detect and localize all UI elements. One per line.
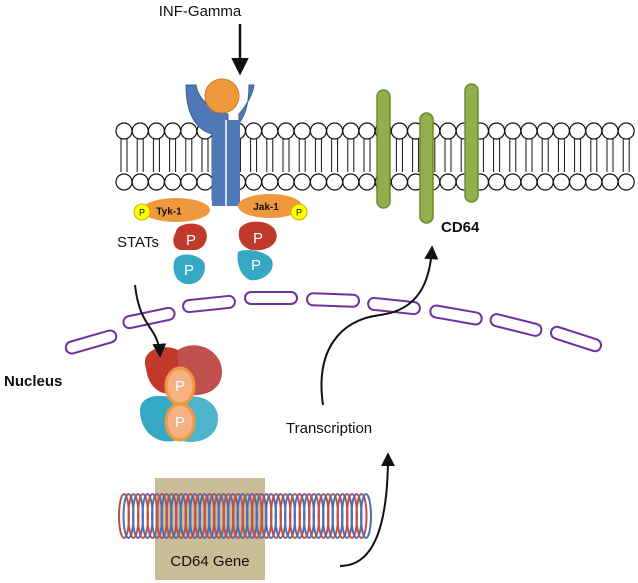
lipid-head <box>164 173 182 191</box>
nuclear-pore-segment <box>122 306 176 330</box>
transcription-arrow <box>339 452 395 567</box>
lipid-head <box>309 173 327 191</box>
lipid-head <box>439 122 457 140</box>
lipid-head <box>115 173 133 191</box>
lipid-head <box>552 122 571 140</box>
cd64-helix-1 <box>376 89 391 209</box>
stat-right-pair: P P <box>237 221 277 281</box>
cd64-label: CD64 <box>441 219 480 236</box>
lipid-head <box>293 122 311 140</box>
lipid-head <box>131 173 149 191</box>
lipid-head <box>601 173 619 191</box>
lipid-head <box>245 173 263 191</box>
nuclear-envelope <box>64 291 603 355</box>
stat-left-pair: P P <box>173 223 207 285</box>
nuclear-pore-segment <box>306 292 360 308</box>
lipid-head <box>261 173 279 191</box>
lipid-head <box>504 122 522 140</box>
lipid-head <box>585 173 603 191</box>
svg-text:P: P <box>253 230 263 247</box>
ifn-gamma-ligand <box>204 78 240 114</box>
lipid-head <box>180 122 198 140</box>
dna-strand-blue <box>360 493 372 539</box>
stat-translocation-arrow <box>134 284 167 358</box>
lipid-head <box>520 122 538 140</box>
cd64-receptor <box>376 83 479 224</box>
nuclear-pore-segment <box>64 329 118 355</box>
lipid-head <box>147 173 165 191</box>
lipid-head <box>358 173 376 191</box>
lipid-head <box>358 122 376 140</box>
svg-text:P: P <box>251 257 261 274</box>
jak1-label: Jak-1 <box>253 202 279 213</box>
nuclear-pore-segment <box>182 294 236 314</box>
lipid-head <box>277 173 295 191</box>
tyk1-label: Tyk-1 <box>156 207 182 218</box>
lipid-head <box>147 122 165 140</box>
ligand-label: INF-Gamma <box>159 3 242 20</box>
lipid-head <box>585 122 603 140</box>
gene-label: CD64 Gene <box>170 553 249 570</box>
lipid-head <box>536 122 554 140</box>
lipid-head <box>617 173 635 191</box>
lipid-head <box>488 122 506 140</box>
lipid-head <box>342 122 360 140</box>
svg-text:P: P <box>186 232 196 249</box>
cd64-expression-arrow <box>320 245 439 406</box>
lipid-head <box>617 122 635 140</box>
lipid-head <box>196 173 214 191</box>
nuclear-pore-segment <box>549 325 603 353</box>
lipid-head <box>277 122 295 140</box>
cd64-helix-3 <box>464 83 479 203</box>
tyk1-kinase: P Tyk-1 <box>133 198 210 222</box>
lipid-head <box>568 173 587 191</box>
lipid-head <box>568 122 587 140</box>
jak1-kinase: P Jak-1 <box>238 194 308 221</box>
svg-text:P: P <box>175 414 185 431</box>
lipid-head <box>326 173 344 191</box>
ifn-gamma-receptor <box>185 78 255 206</box>
lipid-head <box>504 173 522 191</box>
lipid-head <box>115 122 133 140</box>
lipid-head <box>390 173 408 191</box>
cd64-helix-2 <box>419 112 434 224</box>
lipid-head <box>309 122 327 140</box>
lipid-head <box>245 122 263 140</box>
stats-label: STATs <box>117 234 159 251</box>
lipid-head <box>601 122 619 140</box>
jak1-phospho-label: P <box>296 208 302 218</box>
lipid-head <box>131 122 149 140</box>
lipid-head <box>326 122 344 140</box>
nucleus-label: Nucleus <box>4 373 62 390</box>
lipid-head <box>439 173 457 191</box>
tyk1-phospho-label: P <box>139 208 145 218</box>
nuclear-pore-segment <box>244 291 298 305</box>
lipid-head <box>390 122 408 140</box>
lipid-head <box>520 173 538 191</box>
lipid-head <box>342 173 360 191</box>
lipid-head <box>536 173 554 191</box>
nuclear-pore-segment <box>489 313 543 337</box>
dimer-phospho-bottom <box>164 402 196 442</box>
svg-text:P: P <box>175 378 185 395</box>
stat-dimer: P P <box>140 345 222 442</box>
transcription-label: Transcription <box>286 420 372 437</box>
lipid-head <box>164 122 182 140</box>
lipid-head <box>261 122 279 140</box>
svg-text:P: P <box>184 262 194 279</box>
nuclear-pore-segment <box>429 304 483 326</box>
lipid-head <box>293 173 311 191</box>
dna-strand-red <box>355 493 368 539</box>
lipid-head <box>180 173 198 191</box>
lipid-head <box>488 173 506 191</box>
lipid-head <box>552 173 571 191</box>
cell-membrane-bilayer <box>115 122 635 191</box>
dna-double-helix <box>118 493 372 539</box>
